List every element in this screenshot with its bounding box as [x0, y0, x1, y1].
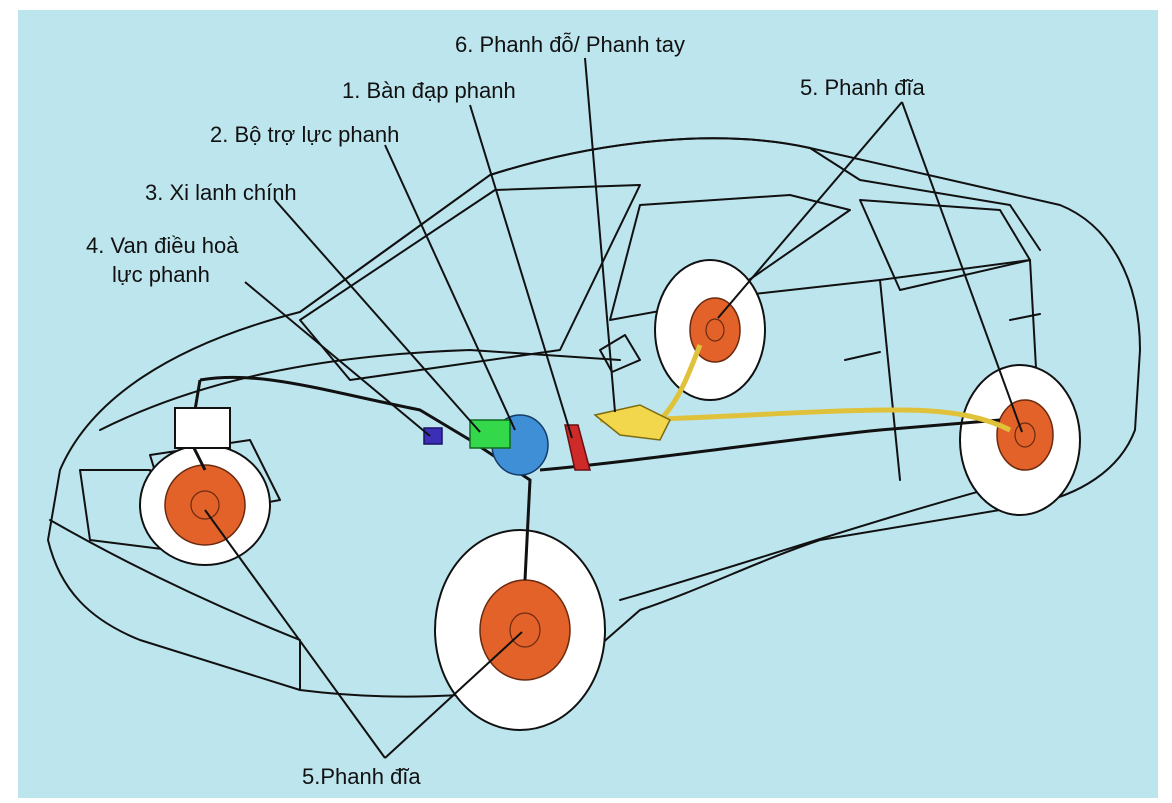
- label-brake-booster: 2. Bộ trợ lực phanh: [210, 122, 399, 148]
- disc-brake-front-right: [480, 580, 570, 680]
- disc-brake-front-left: [165, 465, 245, 545]
- label-brake-pedal: 1. Bàn đạp phanh: [342, 78, 516, 104]
- proportioning-valve: [424, 428, 442, 444]
- label-handbrake: 6. Phanh đỗ/ Phanh tay: [455, 32, 685, 58]
- door-handle-2: [1010, 314, 1040, 320]
- door-handle: [845, 352, 880, 360]
- leader-disc-front-1: [205, 510, 385, 758]
- handbrake-lever: [595, 405, 670, 440]
- leader-disc-rear-1: [718, 102, 902, 318]
- label-valve-line1: 4. Van điều hoà: [86, 233, 239, 259]
- mirror: [600, 335, 640, 372]
- side-window-rear: [860, 200, 1030, 290]
- leader-pedal: [470, 105, 572, 438]
- abs-unit: [175, 408, 230, 448]
- brake-pedal: [565, 425, 590, 470]
- disc-brake-rear-right: [997, 400, 1053, 470]
- label-master-cylinder: 3. Xi lanh chính: [145, 180, 297, 206]
- brake-line-main: [540, 420, 1000, 470]
- leader-valve: [245, 282, 430, 436]
- label-disc-brake-rear: 5. Phanh đĩa: [800, 75, 925, 101]
- label-valve-line2: lực phanh: [112, 262, 210, 288]
- label-disc-brake-front: 5.Phanh đĩa: [302, 764, 421, 790]
- master-cylinder: [470, 420, 510, 448]
